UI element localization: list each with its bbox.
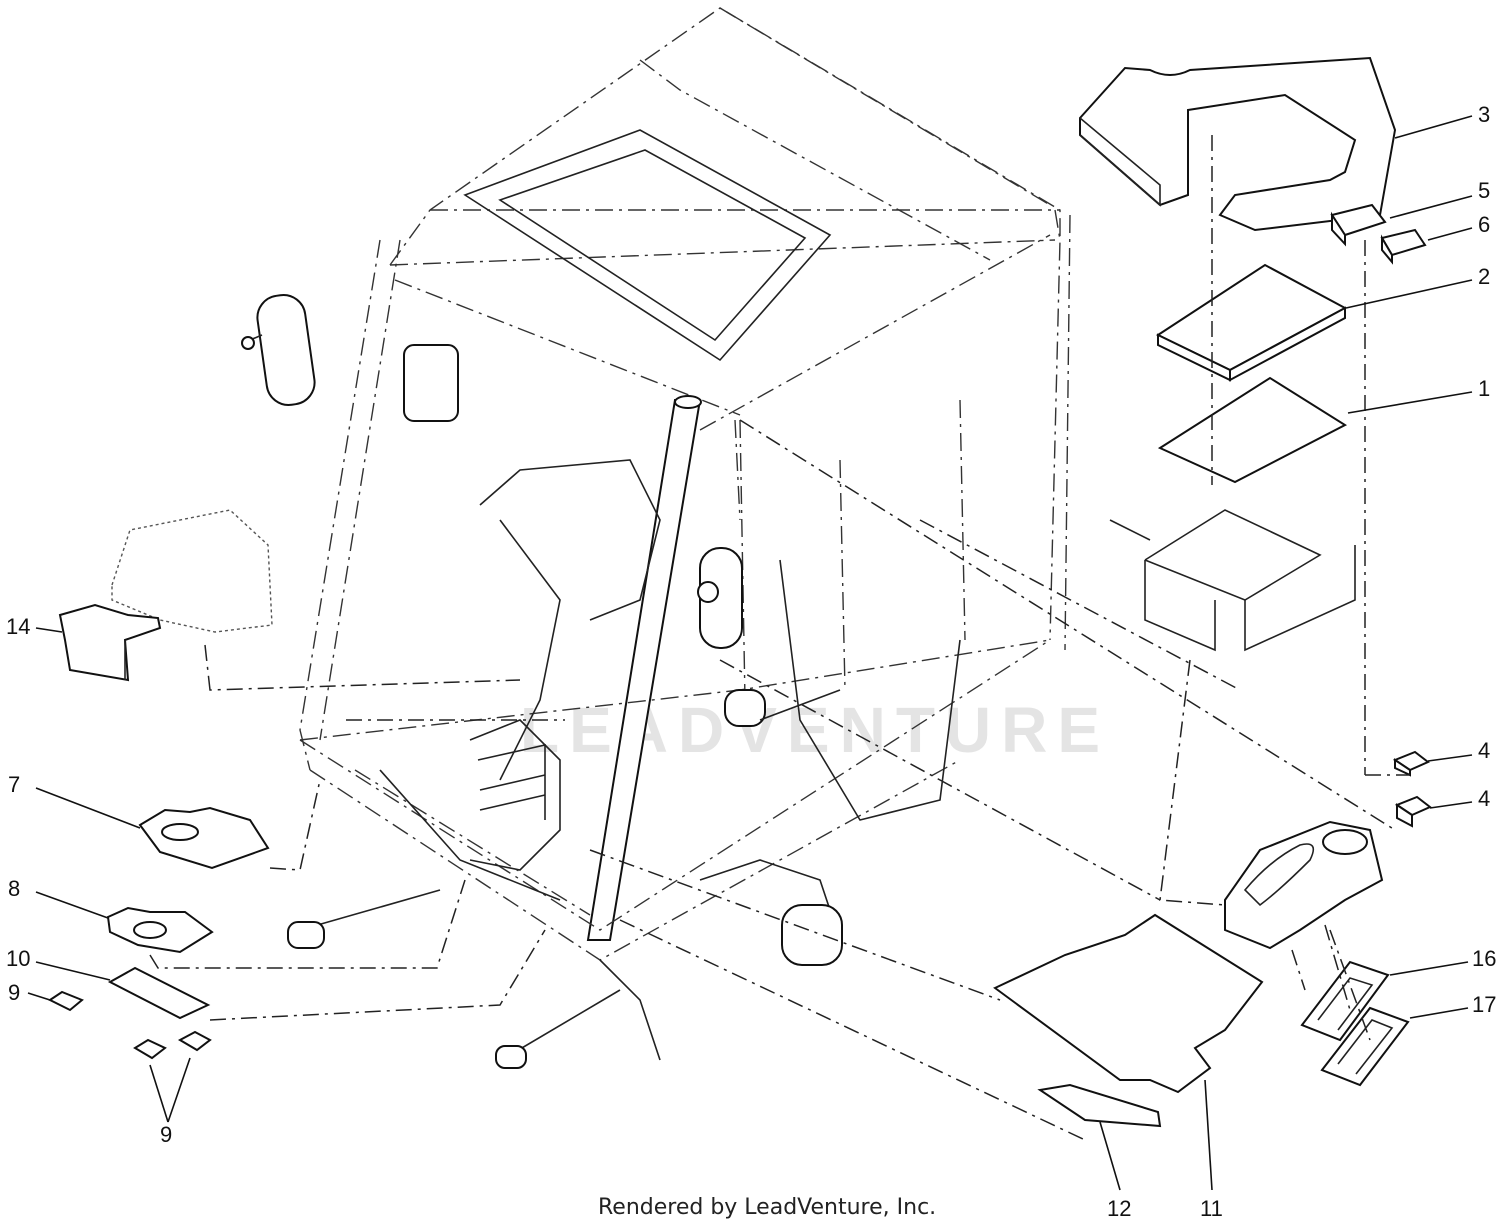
callout-9-single: 9 [8,980,20,1005]
rear-axle-area [287,559,961,1069]
callout-4-upper: 4 [1478,738,1490,763]
callout-12: 12 [1107,1196,1131,1221]
part-1 [1157,376,1348,484]
part-9-pad-c [177,1030,212,1052]
part-17 [1320,1006,1410,1087]
callout-16: 16 [1472,946,1496,971]
mirror-rear [403,344,459,422]
callout-2: 2 [1478,264,1490,289]
callout-17: 17 [1472,992,1496,1017]
part-8 [106,906,214,954]
part-9-pad-a [48,990,84,1012]
watermark-text: LEADVENTURE [520,694,1110,766]
mirror-right [697,547,743,649]
callout-14: 14 [6,614,30,639]
callout-6: 6 [1478,212,1490,237]
leader-lines [27,115,1473,1191]
part-2 [1155,263,1348,382]
part-4-upper [1392,750,1430,777]
callout-labels: 3 5 6 2 1 4 4 16 17 11 12 14 7 8 10 9 9 [6,102,1496,1221]
part-5 [1330,203,1387,247]
part-16 [1300,960,1390,1042]
callout-8: 8 [8,876,20,901]
callout-9-pair: 9 [160,1122,172,1147]
part-10 [107,966,211,1020]
part-11 [993,913,1264,1094]
part-12 [1037,1083,1162,1128]
seat-phantom [111,509,273,633]
callout-4-lower: 4 [1478,786,1490,811]
callout-11: 11 [1200,1196,1223,1221]
callout-1: 1 [1478,376,1490,401]
callout-10: 10 [6,946,30,971]
seat-mount [1109,509,1356,652]
part-4-lower [1394,795,1432,828]
steering-column [379,459,661,901]
part-6 [1380,228,1427,265]
part-9-pad-b [133,1038,167,1060]
side-console [1224,820,1384,950]
callout-7: 7 [8,772,20,797]
mirror-left [241,294,316,406]
callout-5: 5 [1478,178,1490,203]
part-7 [138,806,270,870]
assembly-lines [149,135,1410,1141]
callout-3: 3 [1478,102,1490,127]
cab-frame [299,7,1071,961]
part-14 [58,603,162,682]
part-3 [1079,56,1397,232]
footer-credit: Rendered by LeadVenture, Inc. [598,1195,936,1220]
